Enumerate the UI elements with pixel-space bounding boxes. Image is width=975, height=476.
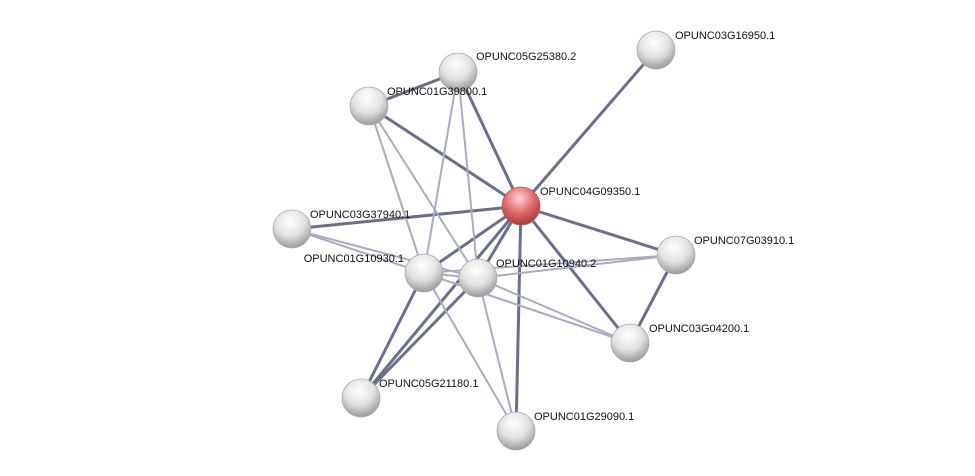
- node-label: OPUNC05G21180.1: [379, 378, 478, 390]
- edge-E-F[interactable]: [291, 228, 425, 274]
- protein-node[interactable]: [438, 52, 478, 92]
- edge-A-D[interactable]: [519, 49, 658, 207]
- protein-node[interactable]: [458, 258, 498, 298]
- edge-F-J[interactable]: [359, 272, 426, 399]
- protein-node[interactable]: [610, 323, 650, 363]
- protein-node[interactable]: [501, 186, 541, 226]
- edge-B-G[interactable]: [457, 71, 479, 279]
- edge-C-G[interactable]: [368, 105, 479, 279]
- protein-node[interactable]: [341, 378, 381, 418]
- node-label: OPUNC05G25380.2: [476, 51, 576, 63]
- edge-G-H[interactable]: [477, 254, 677, 279]
- protein-node[interactable]: [404, 253, 444, 293]
- node-label: OPUNC01G29090.1: [534, 411, 634, 423]
- edge-F-K[interactable]: [423, 272, 517, 432]
- node-label: OPUNC07G03910.1: [694, 235, 794, 247]
- node-label: OPUNC03G37940.1: [310, 209, 410, 221]
- node-label: OPUNC01G10940.2: [496, 258, 596, 270]
- protein-node[interactable]: [349, 86, 389, 126]
- edge-A-I[interactable]: [519, 205, 632, 344]
- node-label: OPUNC01G10930.1: [304, 253, 404, 265]
- protein-node[interactable]: [636, 30, 676, 70]
- edge-F-I[interactable]: [423, 272, 631, 344]
- protein-node[interactable]: [272, 209, 312, 249]
- edge-A-F[interactable]: [423, 204, 522, 275]
- node-label: OPUNC03G04200.1: [649, 323, 749, 335]
- edge-A-H[interactable]: [520, 204, 677, 257]
- edge-B-F[interactable]: [423, 71, 459, 274]
- edge-G-J[interactable]: [359, 276, 480, 400]
- edge-G-K[interactable]: [477, 277, 517, 432]
- edge-G-I[interactable]: [477, 277, 631, 344]
- protein-node[interactable]: [496, 411, 536, 451]
- node-label: OPUNC01G39800.1: [387, 86, 487, 98]
- node-label: OPUNC03G16950.1: [675, 30, 775, 42]
- edge-E-G[interactable]: [291, 228, 479, 279]
- edge-A-K[interactable]: [514, 205, 523, 432]
- protein-node[interactable]: [656, 235, 696, 275]
- node-label: OPUNC04G09350.1: [540, 186, 640, 198]
- edge-A-B[interactable]: [456, 71, 523, 207]
- edge-C-F[interactable]: [368, 105, 425, 274]
- edge-A-C[interactable]: [368, 104, 522, 208]
